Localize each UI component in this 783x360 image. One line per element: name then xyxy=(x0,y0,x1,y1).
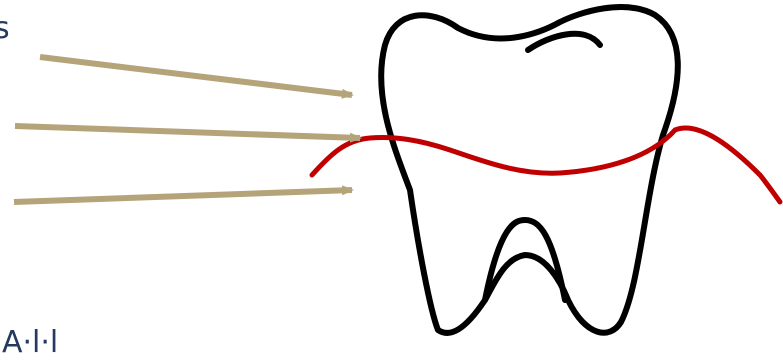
arrow-1 xyxy=(40,57,352,95)
arrow-3 xyxy=(14,190,352,202)
diagram-svg xyxy=(0,0,783,343)
arrow-2 xyxy=(15,126,360,138)
tooth-diagram: s A·l·l xyxy=(0,0,783,343)
